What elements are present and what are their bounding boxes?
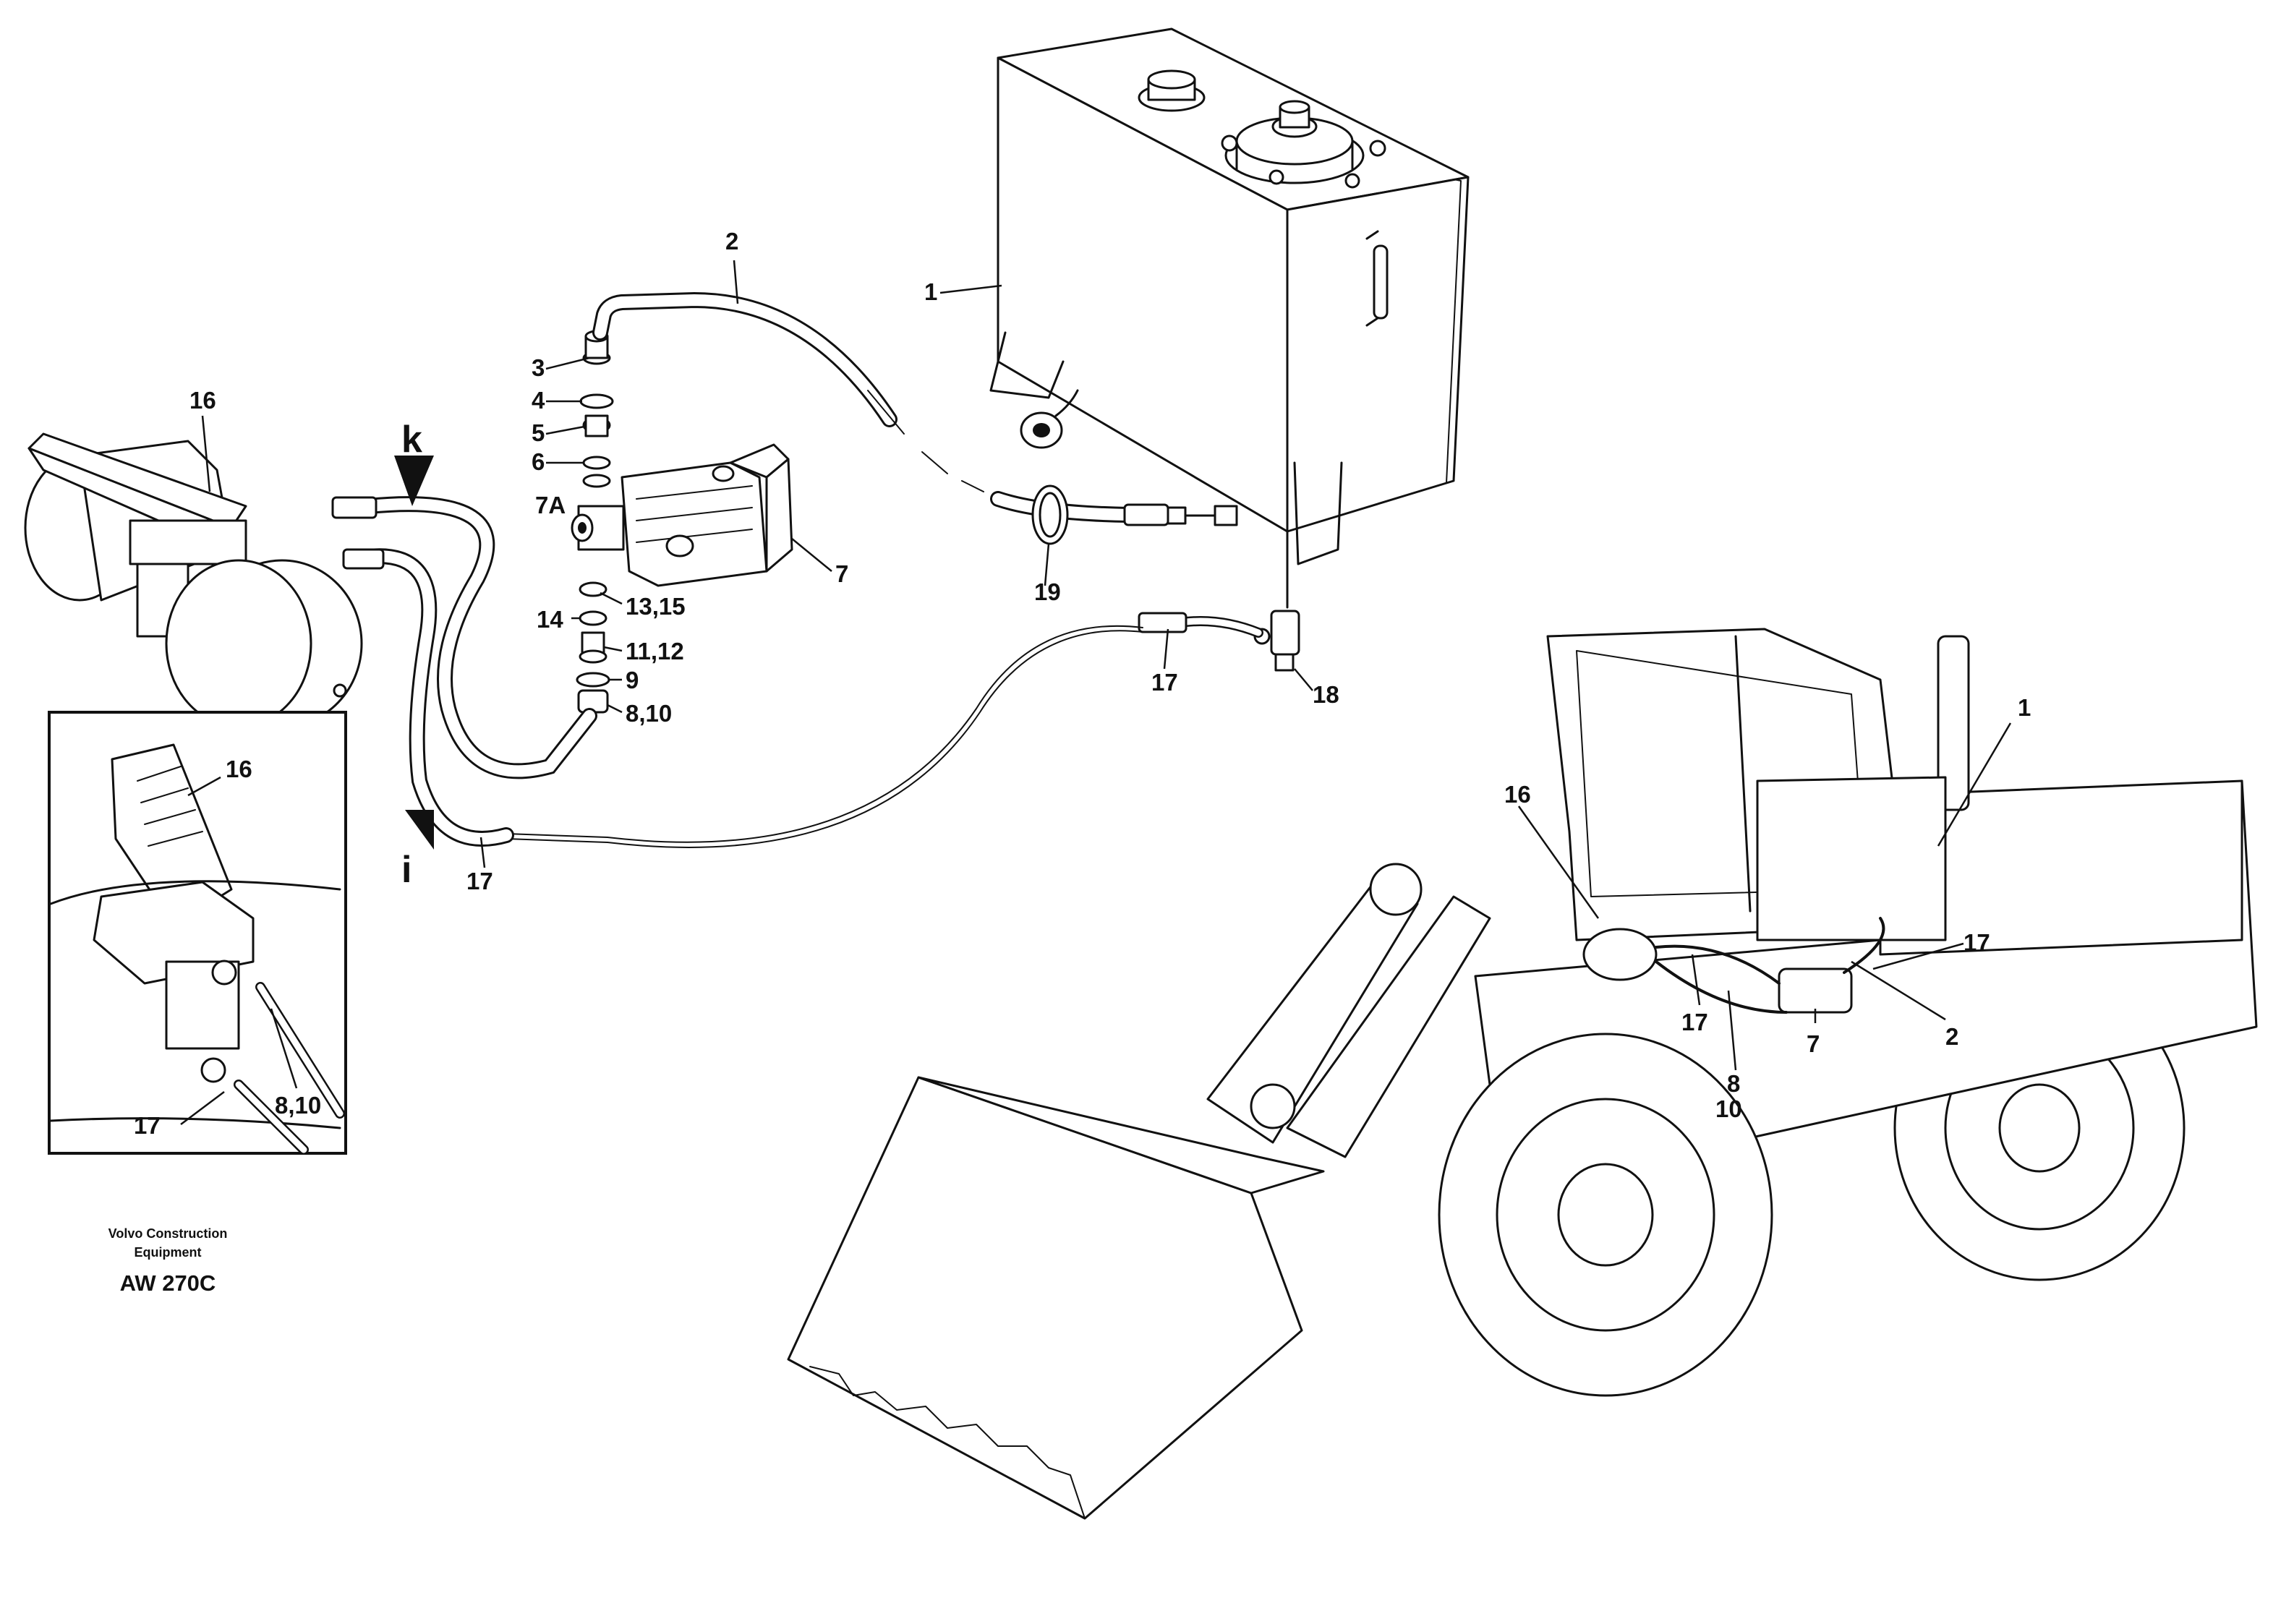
label-part-3: 3 xyxy=(532,354,545,381)
label-part-4: 4 xyxy=(532,387,545,414)
tank-fitting-18 xyxy=(1253,610,1300,672)
label-view-k: k xyxy=(401,419,422,461)
label-port-7a: 7A xyxy=(535,492,566,518)
label-valve-7: 7 xyxy=(835,560,848,587)
label-tank: 1 xyxy=(924,278,937,305)
drawing-footer: Volvo Construction Equipment AW 270C xyxy=(108,1226,228,1296)
valve-lower-fittings xyxy=(576,581,610,714)
label-view-i: i xyxy=(401,849,412,891)
label-fitting-18: 18 xyxy=(1313,681,1339,708)
label-inset-8-10: 8,10 xyxy=(275,1092,321,1119)
wheel-loader xyxy=(787,628,2258,1520)
label-part-9: 9 xyxy=(626,667,639,693)
label-machine-10: 10 xyxy=(1715,1095,1742,1122)
label-machine-17-right: 17 xyxy=(1963,929,1990,956)
label-machine-tank: 1 xyxy=(2018,694,2031,721)
brake-pedal-unit xyxy=(24,432,363,728)
view-arrows xyxy=(394,456,434,850)
label-part-11-12: 11,12 xyxy=(626,638,684,664)
label-machine-2: 2 xyxy=(1945,1023,1958,1050)
label-hose-2: 2 xyxy=(725,228,738,255)
label-pedal-16: 16 xyxy=(189,387,216,414)
label-part-14: 14 xyxy=(537,606,563,633)
drawing-code: AW 270C xyxy=(120,1270,216,1296)
company-line-1: Volvo Construction xyxy=(108,1226,228,1241)
leader-lines xyxy=(180,260,2012,1125)
pedal-detail-inset xyxy=(48,711,347,1155)
company-line-2: Equipment xyxy=(135,1245,202,1260)
label-inset-pedal: 16 xyxy=(226,756,252,782)
hose-2 xyxy=(592,291,1238,545)
valve-upper-fittings xyxy=(579,330,614,488)
label-machine-pedal: 16 xyxy=(1504,781,1531,808)
pedal-hoses xyxy=(331,496,597,847)
return-hose-17 xyxy=(469,612,1263,848)
label-part-13-15: 13,15 xyxy=(626,593,686,620)
label-hose-17-top: 17 xyxy=(1151,669,1178,696)
hydraulic-tank xyxy=(989,27,1470,609)
brake-valve xyxy=(571,443,793,587)
label-hose-17-bottom: 17 xyxy=(466,868,493,894)
label-inset-17: 17 xyxy=(134,1112,161,1139)
label-part-5: 5 xyxy=(532,419,545,446)
label-clamp-19: 19 xyxy=(1034,578,1061,605)
label-part-8-10: 8,10 xyxy=(626,700,672,727)
label-machine-7: 7 xyxy=(1807,1030,1820,1057)
callout-labels: 1 2 3 4 5 6 7A 7 19 13,15 14 11,12 9 8,1… xyxy=(134,228,2031,1139)
label-part-6: 6 xyxy=(532,448,545,475)
label-machine-17-left: 17 xyxy=(1681,1009,1708,1035)
label-machine-8: 8 xyxy=(1727,1070,1740,1097)
